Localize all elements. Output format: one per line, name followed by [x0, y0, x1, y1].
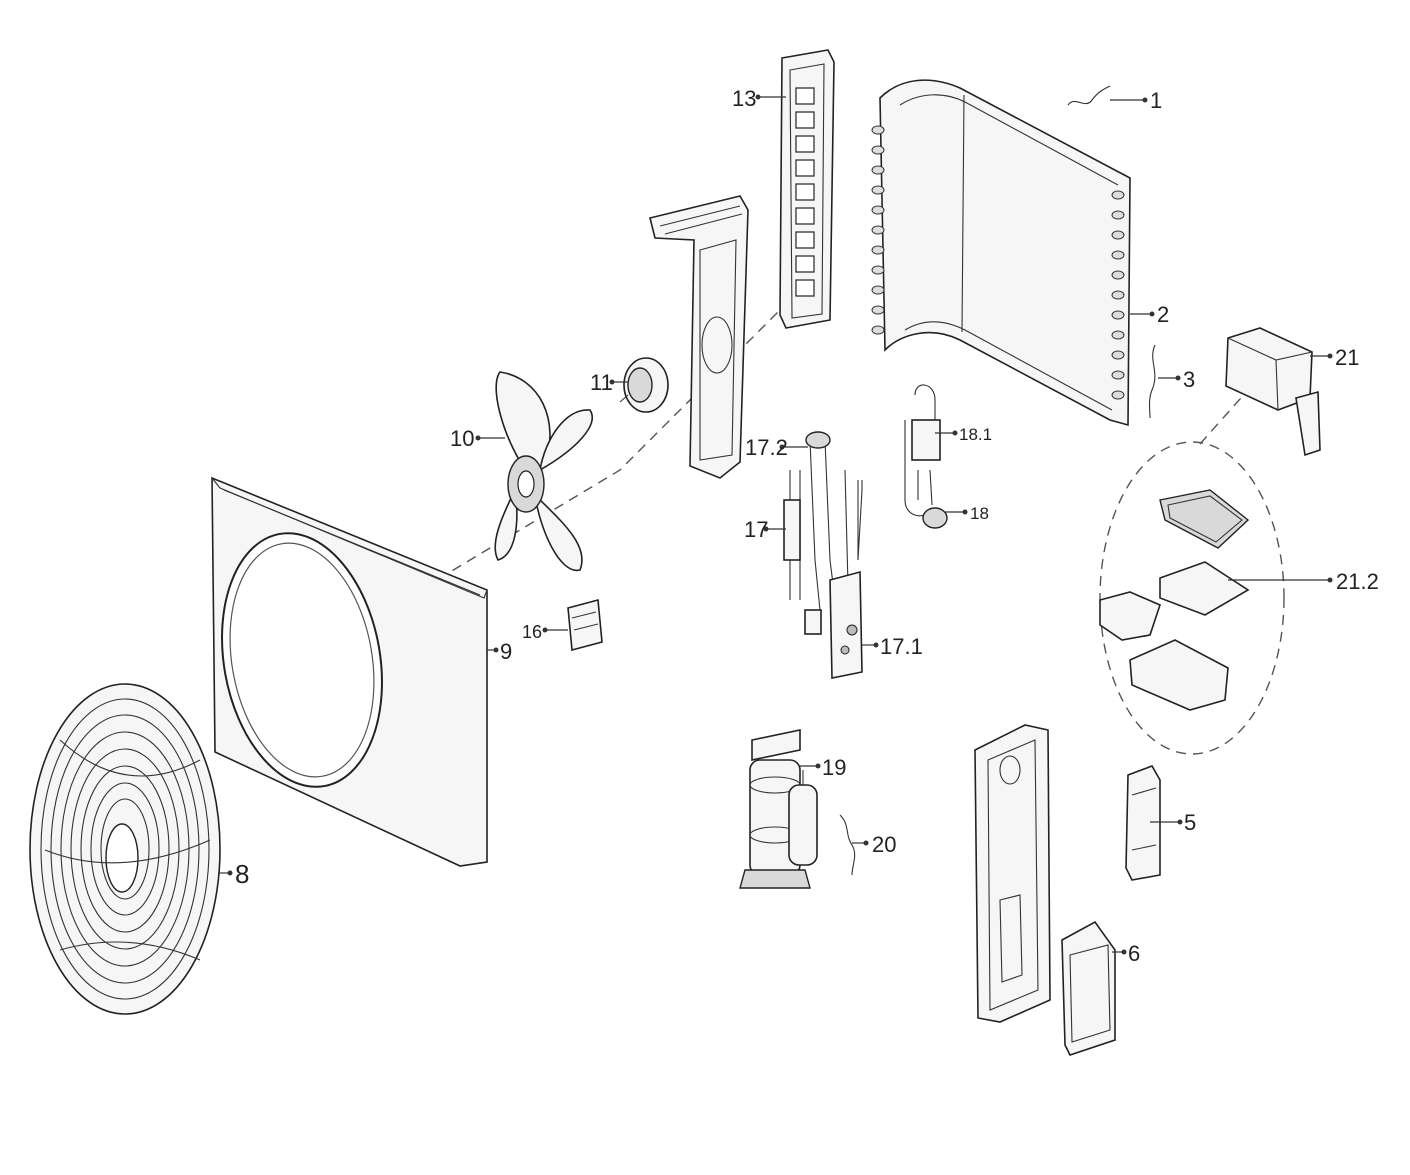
compressor [739, 729, 818, 889]
label-part-8: 8 [235, 859, 249, 889]
label-part-16: 16 [522, 622, 542, 642]
label-part-1: 1 [1150, 88, 1162, 113]
label-part-5: 5 [1184, 810, 1196, 835]
label-part-11: 11 [590, 370, 613, 395]
fan-motor [619, 357, 669, 413]
label-part-3: 3 [1183, 367, 1195, 392]
label-part-17: 17 [744, 517, 768, 542]
control-board-parts [1099, 489, 1250, 711]
label-part-21-2: 21.2 [1336, 569, 1379, 594]
capacitor [567, 598, 603, 652]
condenser-coil [871, 79, 1131, 427]
motor-bracket [649, 195, 749, 479]
label-part-10: 10 [450, 426, 474, 451]
leader-lines [218, 94, 1333, 955]
label-part-19: 19 [822, 755, 846, 780]
label-part-13: 13 [732, 86, 756, 111]
connection-pipe [839, 814, 856, 876]
control-board-detail-callout [1099, 441, 1285, 755]
handle-cover [1125, 765, 1161, 881]
label-part-18: 18 [970, 504, 989, 523]
electrical-box [1225, 327, 1321, 457]
pipe-sensor [1148, 344, 1156, 419]
valve-cover [1061, 920, 1116, 1056]
right-side-panel [974, 724, 1051, 1023]
label-part-21: 21 [1335, 345, 1359, 370]
label-part-6: 6 [1128, 941, 1140, 966]
valve-piping-assembly [783, 431, 863, 679]
label-part-18-1: 18.1 [959, 425, 992, 444]
label-part-2: 2 [1157, 302, 1169, 327]
label-part-20: 20 [872, 832, 896, 857]
label-part-17-2: 17.2 [745, 435, 788, 460]
label-part-17-1: 17.1 [880, 634, 923, 659]
four-way-valve [904, 384, 948, 529]
side-panel [779, 49, 835, 329]
control-board-callout-link [1199, 389, 1249, 445]
fan-blade [494, 371, 593, 571]
temperature-sensor [1067, 85, 1111, 106]
front-panel [211, 476, 488, 867]
label-part-9: 9 [500, 639, 512, 664]
fan-grille [29, 683, 221, 1015]
